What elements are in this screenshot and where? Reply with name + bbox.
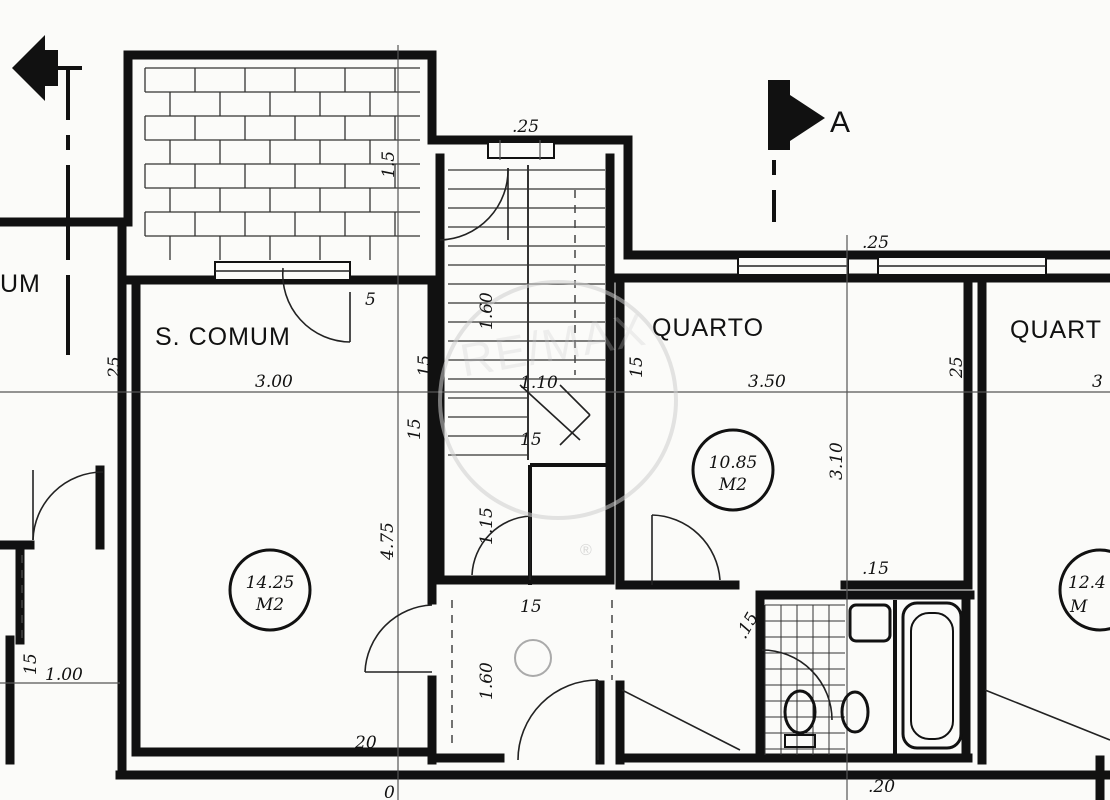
dim-1-60-stair: 1.60	[477, 292, 497, 330]
dim-4-75: 4.75	[378, 522, 398, 561]
area-quarto-2-value: 12.4	[1068, 573, 1106, 593]
dim-1-10: 1.10	[520, 373, 558, 393]
section-arrow-right-icon	[768, 80, 825, 150]
drain-icon	[514, 639, 552, 677]
dim-stair-top: .25	[512, 117, 539, 137]
dim-15-e: 15	[21, 653, 41, 675]
bathtub-icon	[901, 601, 963, 750]
dim-5: 5	[365, 290, 376, 310]
dim-15-f: .15	[862, 559, 889, 579]
area-s-comum-value: 14.25	[246, 573, 295, 593]
dim-25-v2: 25	[947, 356, 967, 379]
doors	[32, 167, 833, 761]
room-label-quarto: QUARTO	[652, 314, 764, 342]
dim-3-00: 3.00	[255, 372, 293, 392]
dim-20-b: .20	[868, 777, 895, 797]
section-arrow-left-icon	[12, 35, 58, 101]
dim-15-d: 15	[520, 597, 542, 617]
dim-15-a: .15	[415, 355, 435, 382]
dim-quarto-top: .25	[862, 233, 889, 253]
area-circle-s-comum	[228, 548, 312, 632]
dim-1-00: 1.00	[45, 665, 83, 685]
bathroom-tiling	[764, 604, 845, 755]
bathtub-inner	[910, 612, 954, 740]
dim-3-50: 3.50	[748, 372, 786, 392]
section-label-a: A	[830, 106, 850, 139]
walls	[0, 50, 1110, 800]
toilet-tank	[784, 734, 816, 748]
dim-15-g: 15	[520, 430, 542, 450]
sink-icon	[848, 603, 892, 643]
section-line-left	[55, 66, 82, 355]
dim-20-a: 20	[354, 733, 377, 753]
dim-0: 0	[384, 783, 395, 800]
area-quarto-value: 10.85	[709, 453, 758, 473]
balcony-tiling	[144, 67, 420, 260]
room-label-quarto-2: QUART	[1010, 316, 1102, 344]
dim-1-60: 1.60	[477, 662, 497, 700]
area-s-comum-unit: M2	[255, 595, 284, 615]
area-quarto-unit: M2	[718, 475, 747, 495]
watermark-mark: ®	[580, 542, 592, 559]
dim-25-v1: 25	[105, 356, 125, 379]
dim-15-b: 15	[627, 356, 647, 378]
dim-3-10: 3.10	[827, 442, 847, 480]
dim-1-5: 1.5	[379, 151, 399, 178]
area-quarto-2-unit: M	[1069, 597, 1088, 617]
dim-15-i: 15	[405, 418, 425, 440]
area-circle-quarto	[691, 428, 775, 512]
area-circle-quarto-2	[1058, 548, 1110, 632]
room-label-left: UM	[0, 270, 41, 298]
toilet-icon	[783, 689, 817, 735]
dim-3-partial: 3	[1092, 372, 1103, 392]
bidet-icon	[840, 690, 870, 734]
dimension-lines	[0, 45, 1110, 800]
room-label-s-comum: S. COMUM	[155, 323, 291, 351]
dim-1-15: 1.15	[477, 507, 497, 545]
